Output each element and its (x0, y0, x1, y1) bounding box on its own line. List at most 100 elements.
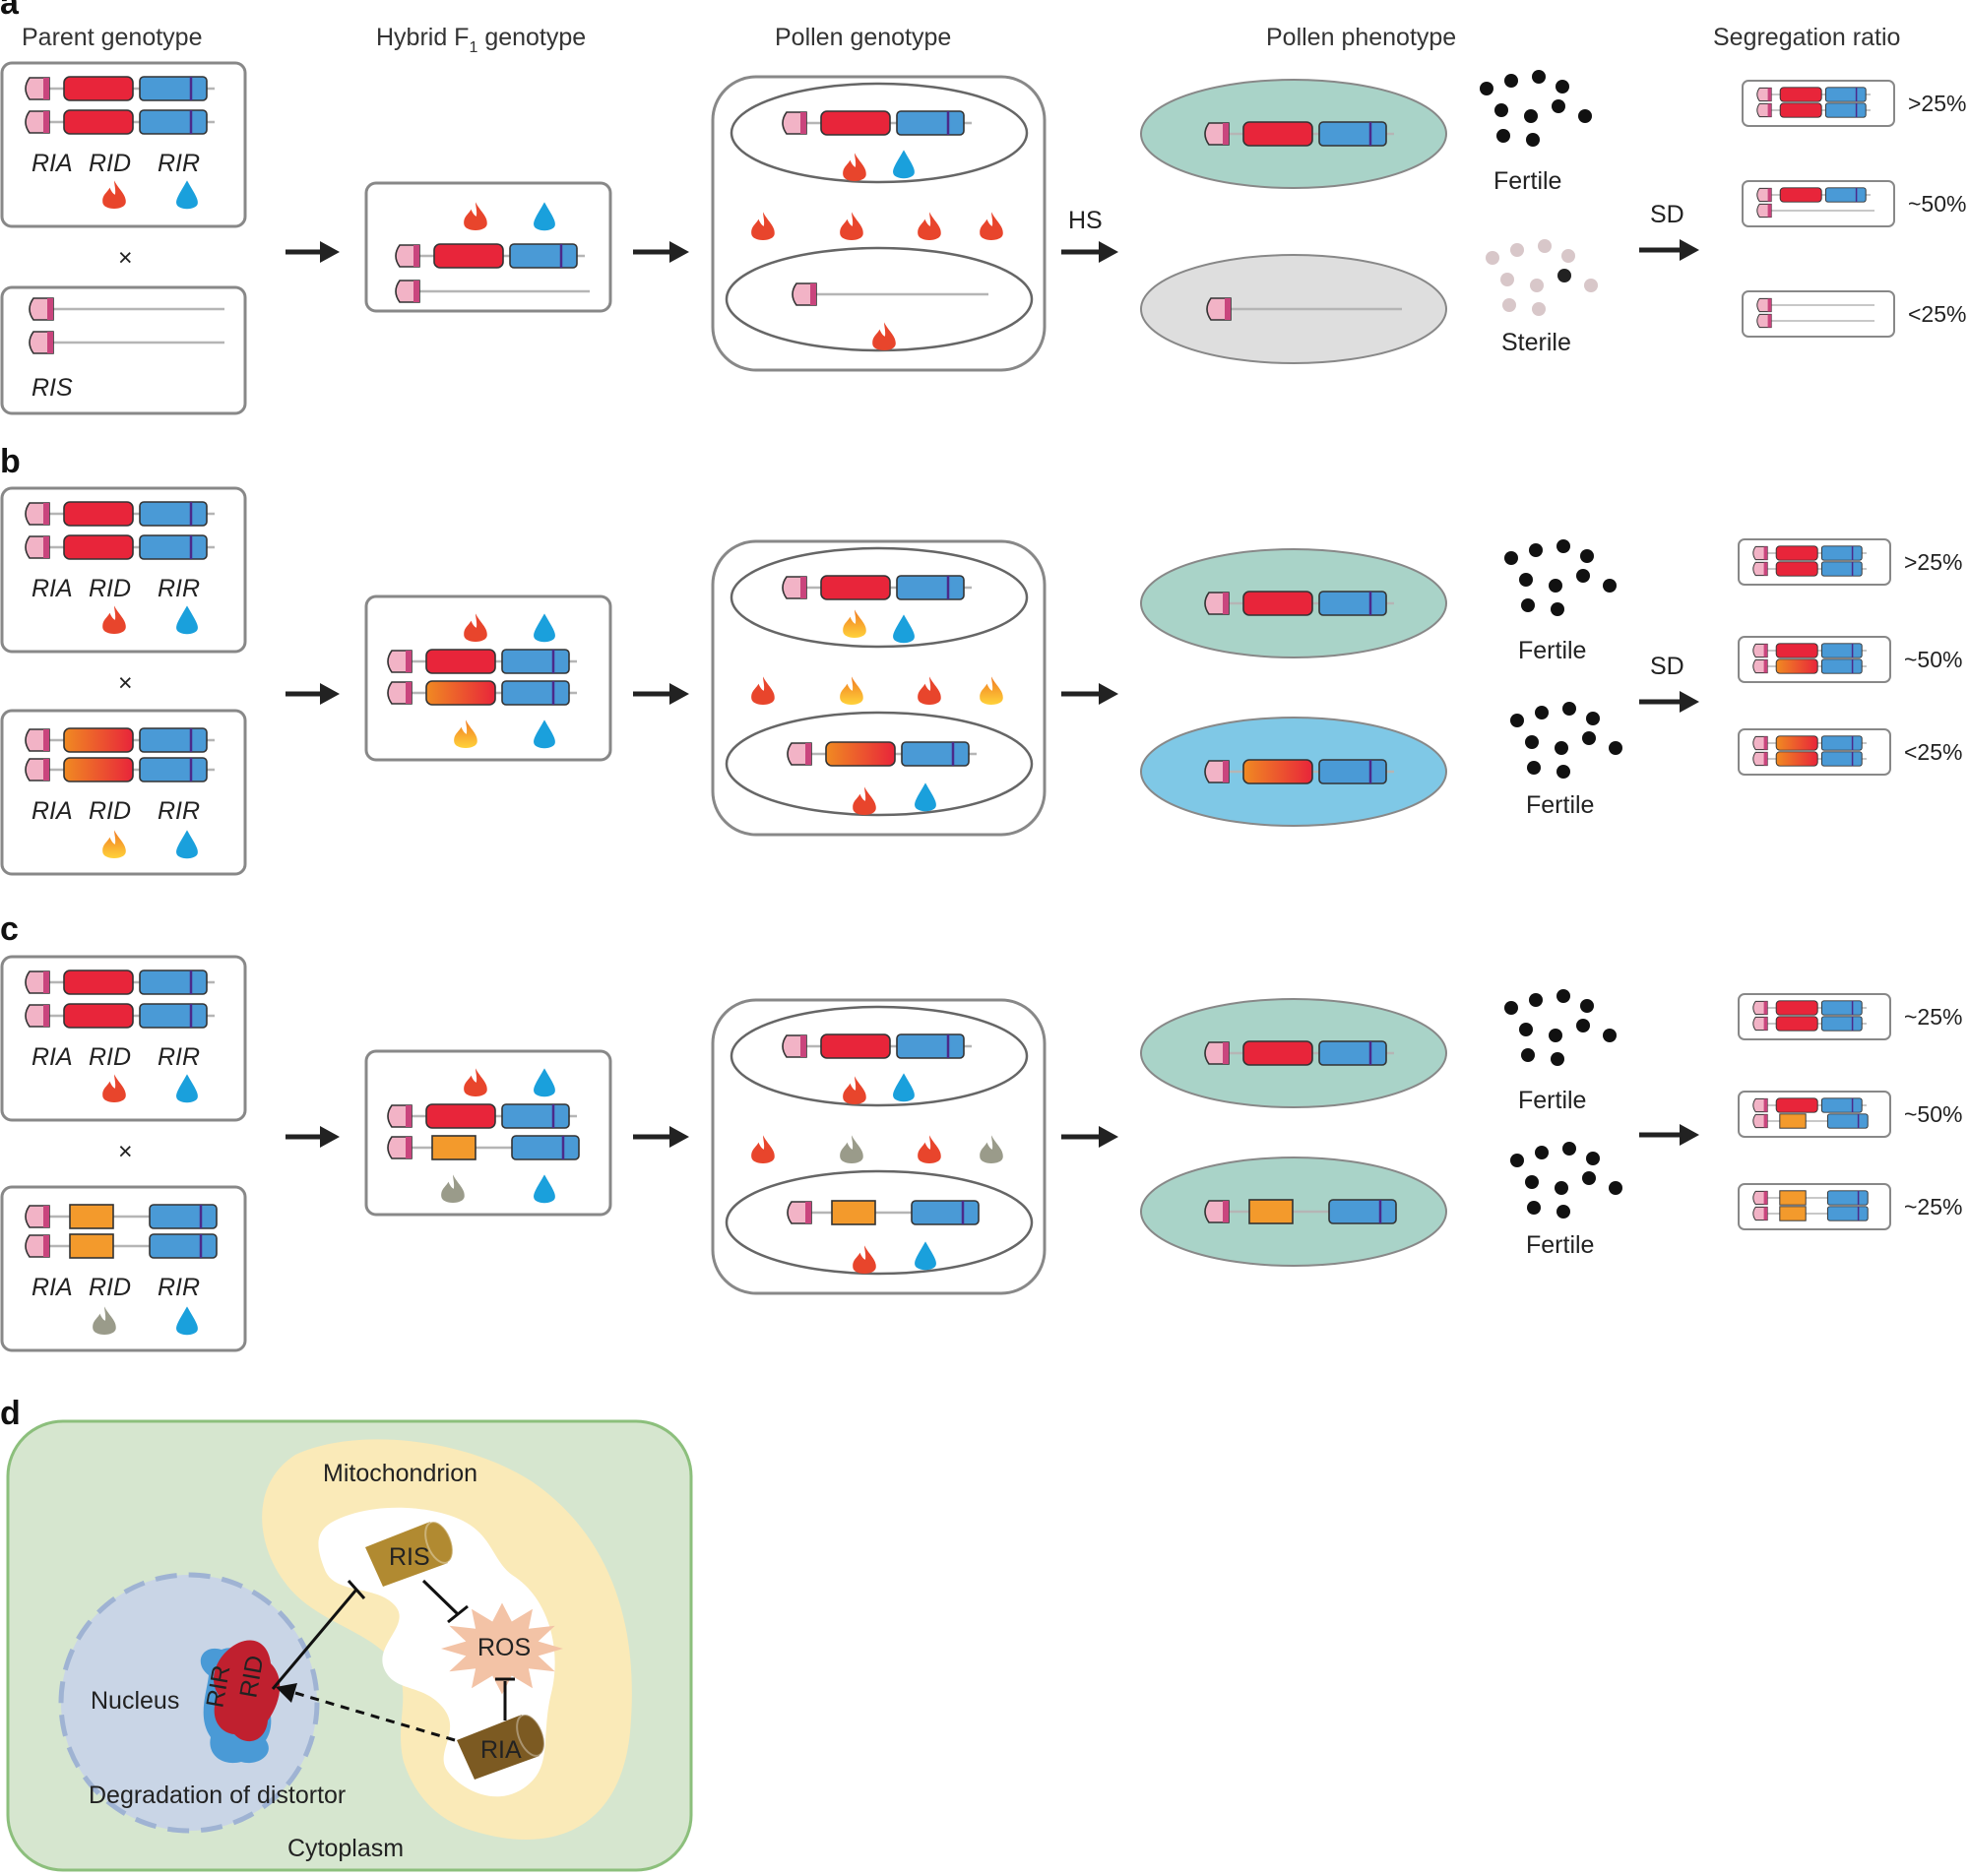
pollen-grain (1524, 109, 1538, 123)
drop-shape (534, 202, 555, 231)
flame-shape (843, 609, 866, 638)
rid-locus (63, 969, 134, 995)
pollen-grain (1530, 279, 1544, 292)
pollen-grain (1556, 1205, 1570, 1219)
phenotype-label: Fertile (1493, 167, 1561, 195)
pollen-grain (1556, 989, 1570, 1003)
pollen-grain (1561, 249, 1575, 263)
ris-channel: RIS (365, 1521, 454, 1587)
flame-icon (751, 1135, 775, 1163)
parent-top-label: RIA (32, 150, 73, 177)
flame-shape (843, 1076, 866, 1104)
flame-icon (843, 1076, 866, 1104)
pollen-grain (1535, 706, 1549, 719)
flame-icon (918, 212, 941, 240)
rir-locus (1820, 1016, 1863, 1032)
rir-locus (1820, 545, 1863, 561)
hybrid-f1-box (364, 1049, 612, 1217)
pollen-grain (1500, 273, 1514, 286)
pollen-grain (1538, 239, 1552, 253)
water-drop-icon (534, 613, 555, 643)
ria-channel-cap (516, 1714, 545, 1757)
chromosome (25, 757, 215, 782)
chromosome (1204, 1040, 1394, 1066)
chromosome (1752, 751, 1867, 767)
inhibit-bar-1 (347, 1580, 366, 1599)
pollen-grain (1504, 551, 1518, 565)
rir-locus (501, 680, 570, 706)
segregation-class: <25% (1742, 290, 1966, 338)
ria-mark (43, 536, 49, 558)
ria-mark (1223, 1201, 1229, 1222)
pollen-grain (1504, 1001, 1518, 1015)
pollen-grains (1510, 702, 1622, 779)
pollen-grain (1580, 999, 1594, 1013)
flame-icon (872, 322, 896, 350)
flame-icon (980, 212, 1003, 240)
ria-mark (43, 1235, 49, 1257)
pollen-grains (1486, 239, 1598, 316)
rid-locus (1775, 545, 1818, 561)
segregation-ratio-value: >25% (1904, 549, 1962, 575)
mitochondrion-label: Mitochondrion (323, 1460, 477, 1487)
pollen-grain (1535, 1146, 1549, 1159)
ria-mark (800, 112, 806, 134)
phenotype-label: Fertile (1518, 1087, 1586, 1114)
flame-shape (93, 1306, 116, 1335)
flame-shape (751, 1135, 775, 1163)
chromosome (1756, 187, 1871, 203)
drop-shape (176, 830, 198, 859)
panel-letter-a: a (0, 0, 20, 22)
arrow-to-f1-head (320, 1126, 340, 1148)
arrow-to-pollen-head (669, 241, 689, 263)
rir-locus (1820, 751, 1863, 767)
rid-locus (63, 109, 134, 135)
chromosome (1752, 1190, 1869, 1206)
pollen-grain (1532, 70, 1546, 84)
flame-shape (853, 1245, 876, 1274)
pollen-grain (1519, 573, 1533, 587)
chromosome (25, 969, 215, 995)
mitochondrion-cristae (318, 1507, 555, 1797)
chromosome (1752, 735, 1867, 751)
pollen-grain (1494, 103, 1508, 117)
ria-mark (1767, 188, 1772, 202)
rid-locus (1242, 759, 1313, 784)
chromosome (1204, 591, 1394, 616)
chromosome (787, 741, 977, 767)
rid-locus (1248, 1199, 1294, 1224)
flame-icon (853, 1245, 876, 1274)
flame-icon (102, 180, 126, 209)
flame-icon (93, 1306, 116, 1335)
pollen-grain (1549, 1029, 1562, 1042)
ria-mark (1763, 752, 1768, 766)
flame-icon (853, 786, 876, 815)
cross-symbol: × (118, 244, 133, 272)
rir-locus (1318, 121, 1387, 147)
chromosome (1752, 1016, 1867, 1032)
flame-icon (843, 609, 866, 638)
cross-symbol: × (118, 669, 133, 697)
chromosome (782, 575, 972, 600)
ria-mark (43, 729, 49, 751)
rir-locus (511, 1135, 580, 1160)
phenotype-label: Sterile (1501, 329, 1571, 356)
rir-locus (139, 1003, 208, 1029)
segregation-ratio-value: <25% (1908, 301, 1966, 327)
rir-locus (1318, 759, 1387, 784)
rid-locus (69, 1233, 114, 1259)
ria-mark (1763, 1191, 1768, 1205)
ria-mark (406, 1137, 412, 1158)
ria-mark (810, 283, 816, 305)
ria-mark (1763, 736, 1768, 750)
rid-locus (63, 727, 134, 753)
arrow-to-phenotype-head (1099, 241, 1118, 263)
chromosome (25, 76, 215, 101)
flame-shape (840, 212, 863, 240)
ria-mark (406, 1105, 412, 1127)
segregation-ratio-value: ~50% (1904, 647, 1962, 672)
rir-locus (501, 1103, 570, 1129)
